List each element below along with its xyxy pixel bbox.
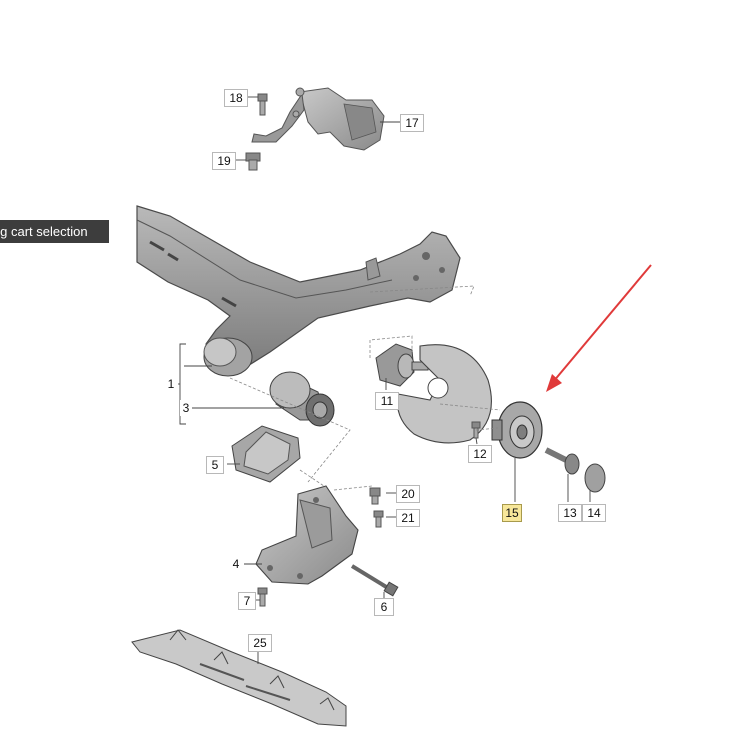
brake-backplate [396,344,492,444]
nut-part-19 [245,152,261,171]
callout-12[interactable]: 12 [468,445,492,463]
callout-7[interactable]: 7 [238,592,256,610]
cart-selection-text: ing cart selection [0,224,88,239]
wheel-hub-part-15 [491,401,543,459]
bushing-on-axle [203,337,253,377]
callout-20[interactable]: 20 [396,485,420,503]
callout-19[interactable]: 19 [212,152,236,170]
pointer-arrow [546,264,652,392]
callout-25[interactable]: 25 [248,634,272,652]
callout-4[interactable]: 4 [230,556,242,572]
callout-6[interactable]: 6 [374,598,394,616]
bolt-part-13 [544,447,580,475]
callout-13[interactable]: 13 [558,504,582,522]
callout-3[interactable]: 3 [180,400,192,416]
cap-part-14 [584,463,606,493]
callout-1[interactable]: 1 [164,376,178,392]
cart-selection-label[interactable]: ing cart selection [0,220,109,243]
bolt-part-6 [350,564,399,597]
bushing-part-3 [269,371,335,427]
axle-beam [136,205,461,373]
hub-part-11 [375,343,429,387]
mount-pad-part-5 [231,425,301,483]
bolt-part-7 [257,587,268,607]
callout-11[interactable]: 11 [375,392,399,410]
bracket-part-4 [255,485,359,585]
bolt-part-20 [369,487,381,505]
callout-5[interactable]: 5 [206,456,224,474]
callout-15[interactable]: 15 [502,504,522,522]
callout-17[interactable]: 17 [400,114,424,132]
callout-18[interactable]: 18 [224,89,248,107]
bolt-part-18 [257,93,268,116]
shield-part-25 [131,629,347,727]
assembly-lines [229,285,501,491]
callout-21[interactable]: 21 [396,509,420,527]
level-sensor-part-17 [251,87,385,151]
callout-14[interactable]: 14 [582,504,606,522]
bolt-part-21 [373,510,384,528]
